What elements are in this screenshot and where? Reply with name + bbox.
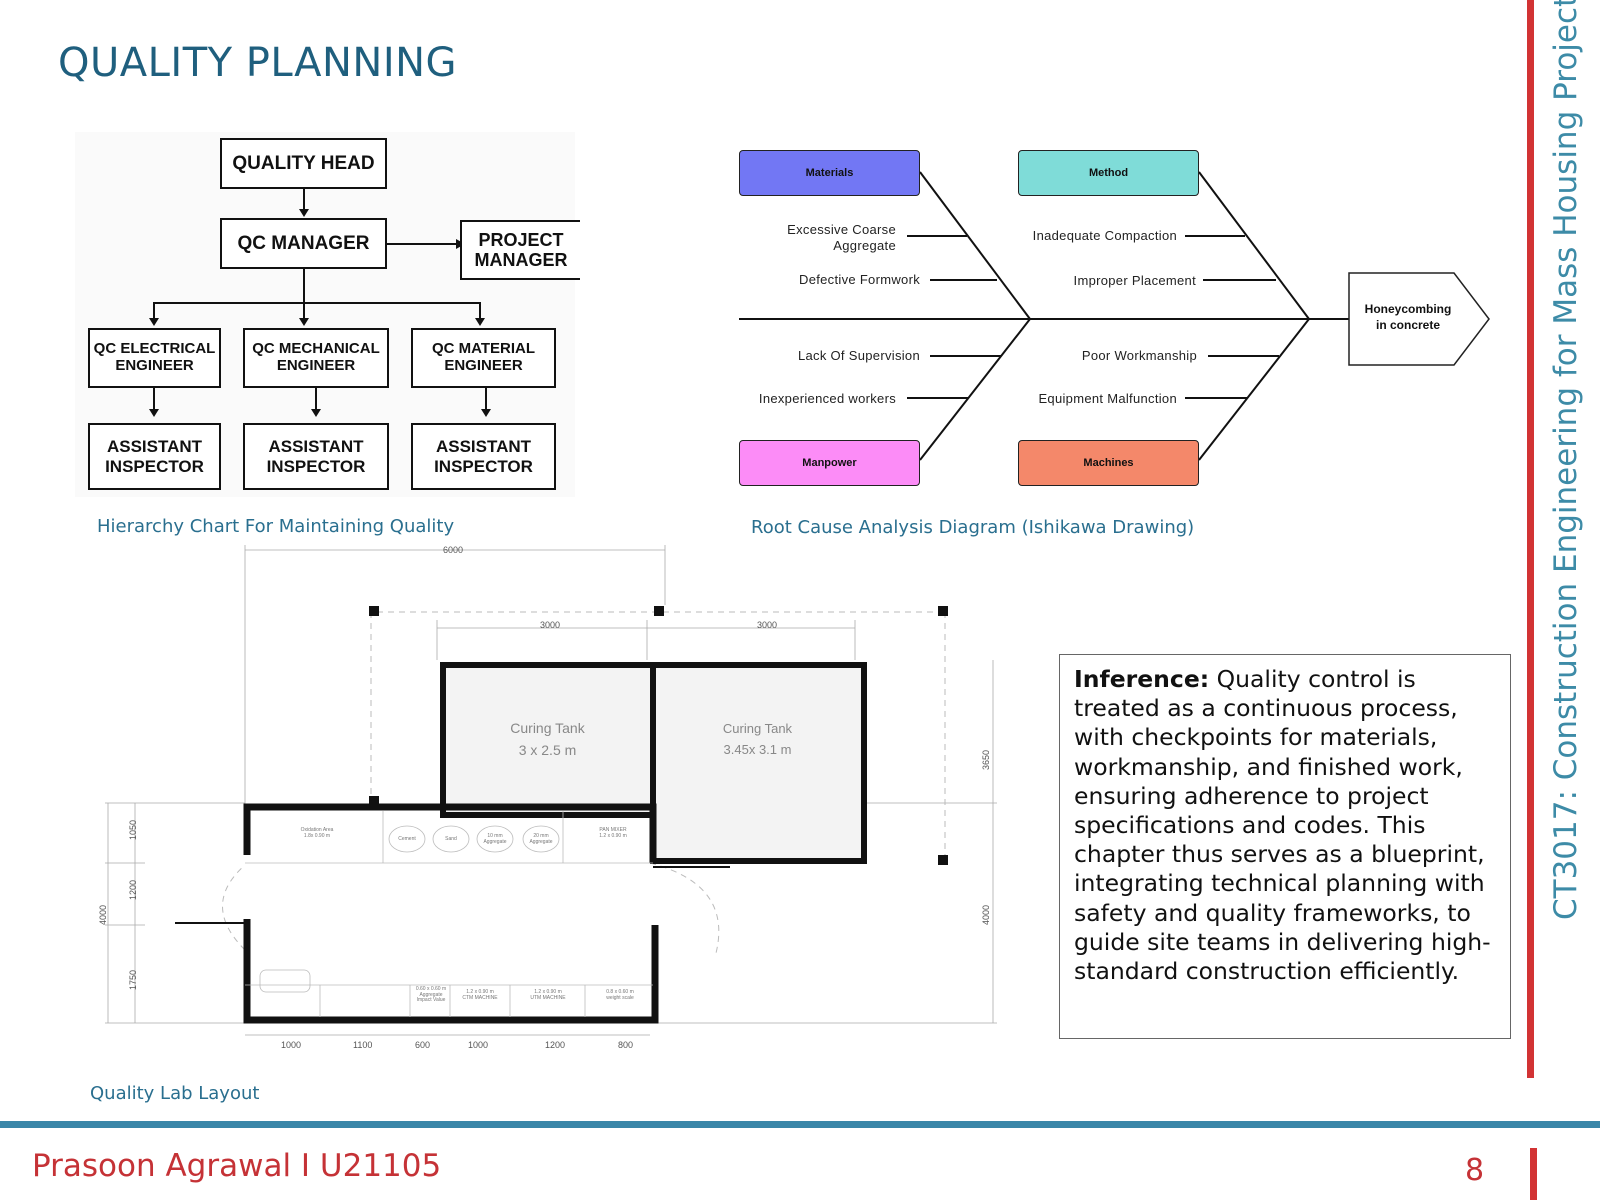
side-accent-bar: [1527, 0, 1534, 1078]
connector: [315, 388, 317, 410]
course-title: CT3017: Construction Engineering for Mas…: [1548, 0, 1584, 920]
arrow: [475, 318, 485, 326]
author-footer: Prasoon Agrawal I U21105: [32, 1148, 442, 1184]
cause-label: Inadequate Compaction: [1032, 228, 1177, 243]
equipment-label: 1.2 x 0.90 m CTM MACHINE: [462, 989, 498, 1001]
equipment-label: 10 mm Aggregate: [483, 833, 507, 845]
equipment-label: Oxidation Area 1.8x 0.90 m: [300, 827, 334, 839]
equipment-label: 0.60 x 0.60 m Aggregate Impact Value: [415, 986, 447, 1003]
dimension: 1000: [468, 1040, 489, 1050]
dimension: 1200: [545, 1040, 566, 1050]
machines-category: Machines: [1018, 440, 1199, 486]
lab-layout-caption: Quality Lab Layout: [90, 1083, 260, 1104]
cause-label: Excessive Coarse Aggregate: [787, 222, 896, 253]
curing-tank-1-label: Curing Tank 3 x 2.5 m: [510, 720, 585, 759]
dimension: 3000: [540, 620, 561, 630]
connector: [153, 302, 155, 319]
inference-paragraph: Inference: Quality control is treated as…: [1074, 665, 1496, 986]
inference-body: Quality control is treated as a continuo…: [1074, 665, 1491, 986]
qc-mechanical-engineer-box: QC MECHANICAL ENGINEER: [243, 328, 389, 388]
dimension: 1100: [353, 1040, 373, 1050]
ishikawa-caption: Root Cause Analysis Diagram (Ishikawa Dr…: [751, 517, 1195, 538]
footer-divider: [0, 1121, 1600, 1128]
curing-tank-2-label: Curing Tank 3.45x 3.1 m: [722, 721, 793, 757]
cause-label: Improper Placement: [1073, 273, 1196, 288]
connector: [303, 269, 305, 303]
arrow: [299, 318, 309, 326]
ishikawa-diagram: Materials Method Manpower Machines Exces…: [725, 140, 1495, 500]
quality-head-box: QUALITY HEAD: [220, 138, 387, 189]
connector: [485, 388, 487, 410]
floor-plan: [105, 545, 997, 1036]
arrow: [481, 409, 491, 417]
arrow: [149, 409, 159, 417]
connector: [303, 189, 305, 209]
equipment-label: 1.2 x 0.90 m UTM MACHINE: [530, 989, 566, 1001]
hierarchy-caption: Hierarchy Chart For Maintaining Quality: [97, 516, 455, 537]
project-manager-box: PROJECT MANAGER: [460, 220, 580, 280]
dimension: 4000: [98, 904, 109, 926]
manpower-category: Manpower: [739, 440, 920, 486]
connector: [153, 302, 480, 304]
equipment-label: 0.8 x 0.60 m weight scale: [606, 989, 634, 1001]
cause-label: Equipment Malfunction: [1038, 391, 1177, 406]
effect-label: Honeycombing in concrete: [1364, 302, 1452, 332]
dimension: 800: [618, 1040, 634, 1050]
materials-category: Materials: [739, 150, 920, 196]
connector: [303, 302, 305, 319]
connector: [387, 243, 457, 245]
dimension: 6000: [443, 545, 464, 555]
dimension: 3000: [757, 620, 778, 630]
assistant-inspector-box: ASSISTANT INSPECTOR: [411, 423, 556, 490]
page-title: QUALITY PLANNING: [58, 40, 458, 86]
page-number: 8: [1465, 1153, 1485, 1188]
equipment-label: Sand: [445, 836, 457, 842]
footer-accent: [1530, 1148, 1537, 1200]
cause-label: Inexperienced workers: [758, 391, 896, 406]
assistant-inspector-box: ASSISTANT INSPECTOR: [88, 423, 221, 490]
dimension: 600: [415, 1040, 431, 1050]
method-category: Method: [1018, 150, 1199, 196]
assistant-inspector-box: ASSISTANT INSPECTOR: [243, 423, 389, 490]
equipment-label: 20 mm Aggregate: [529, 833, 553, 845]
cause-label: Defective Formwork: [799, 272, 920, 287]
arrow: [299, 209, 309, 217]
inference-box: Inference: Quality control is treated as…: [1059, 654, 1511, 1039]
inference-label: Inference:: [1074, 665, 1210, 693]
dimension: 3650: [981, 749, 992, 771]
fishbone-lines: [739, 171, 1490, 461]
equipment-label: Cement: [398, 836, 416, 842]
connector: [153, 388, 155, 410]
equipment-label: PAN MIXER 1.2 x 0.90 m: [599, 827, 627, 839]
arrow: [311, 409, 321, 417]
dimension: 1000: [281, 1040, 302, 1050]
dimension: 1050: [128, 819, 139, 841]
qc-manager-box: QC MANAGER: [220, 218, 387, 269]
arrow: [149, 318, 159, 326]
lab-layout-drawing: Curing Tank 3 x 2.5 m Curing Tank 3.45x …: [85, 545, 1030, 1055]
connector: [479, 302, 481, 319]
cause-label: Lack Of Supervision: [797, 348, 920, 363]
dimension: 1750: [128, 969, 139, 991]
qc-electrical-engineer-box: QC ELECTRICAL ENGINEER: [88, 328, 221, 388]
dimension: 1200: [128, 879, 139, 901]
qc-material-engineer-box: QC MATERIAL ENGINEER: [411, 328, 556, 388]
dimension: 4000: [981, 904, 992, 926]
hierarchy-chart: QUALITY HEAD QC MANAGER PROJECT MANAGER …: [75, 132, 580, 497]
cause-label: Poor Workmanship: [1081, 348, 1197, 363]
